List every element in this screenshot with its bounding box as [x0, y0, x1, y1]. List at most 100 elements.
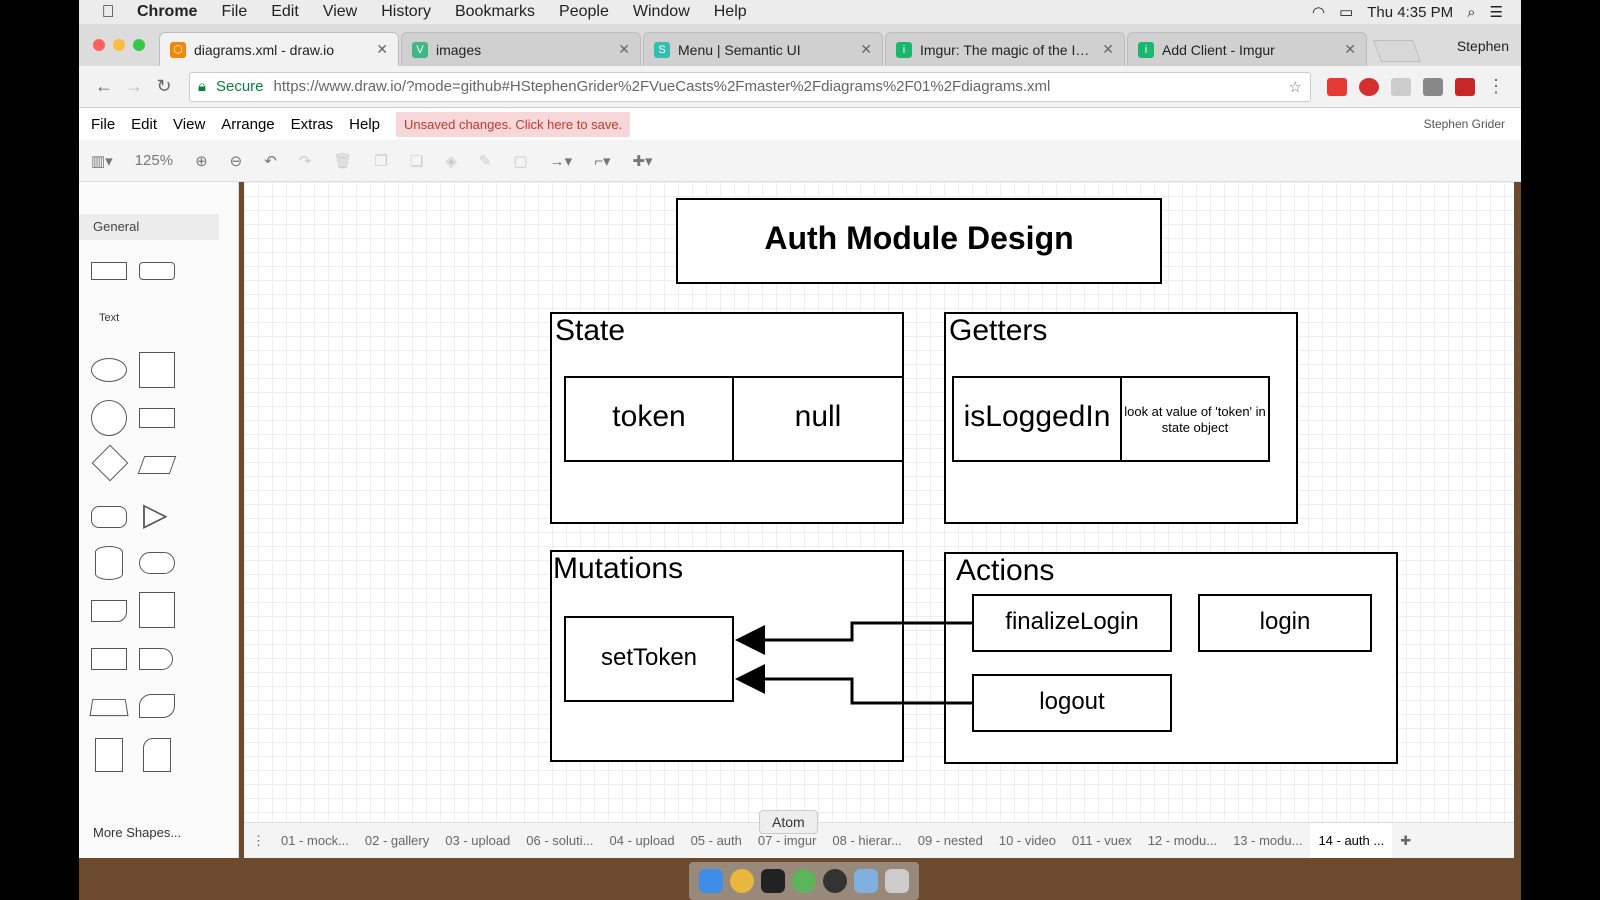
page-tab[interactable]: 06 - soluti...	[526, 833, 594, 848]
css-extension-icon[interactable]	[1391, 77, 1411, 96]
insert-icon[interactable]: ✚▾	[632, 152, 653, 170]
spotlight-icon[interactable]: ⌕	[1467, 3, 1476, 21]
process-shape[interactable]	[139, 408, 175, 428]
maximize-window-icon[interactable]	[133, 39, 145, 51]
back-icon[interactable]: ←	[95, 76, 113, 96]
url-input[interactable]: 🔒︎ Secure https://www.draw.io/?mode=gith…	[189, 71, 1311, 102]
browser-tab[interactable]: i Add Client - Imgur ✕	[1127, 32, 1367, 66]
zoom-select[interactable]: 125%	[134, 152, 174, 169]
bookmark-star-icon[interactable]: ☆	[1288, 78, 1302, 96]
diagram-canvas[interactable]: Auth Module Design State token null Gett…	[244, 182, 1514, 822]
obs-icon[interactable]	[823, 869, 848, 893]
document-shape[interactable]	[91, 600, 127, 622]
menu-people[interactable]: People	[559, 3, 609, 20]
extension-icon[interactable]	[1327, 77, 1347, 96]
page-tab-active[interactable]: 14 - auth ...	[1310, 823, 1393, 858]
browser-tab[interactable]: V images ✕	[401, 32, 641, 66]
clock[interactable]: Thu 4:35 PM	[1367, 3, 1454, 21]
triangle-shape[interactable]: ▷	[143, 496, 168, 532]
terminal-icon[interactable]	[760, 869, 785, 893]
note-shape[interactable]	[95, 738, 123, 772]
tape-shape[interactable]	[139, 694, 175, 718]
page-tab[interactable]: 07 - imgur	[757, 833, 817, 848]
new-tab-button[interactable]	[1372, 40, 1422, 62]
general-category[interactable]: General	[79, 214, 219, 240]
page-tab[interactable]: 05 - auth	[690, 833, 742, 848]
page-tab[interactable]: 01 - mock...	[281, 833, 349, 848]
waypoints-icon[interactable]: ⌐▾	[594, 152, 611, 170]
app-menu-extras[interactable]: Extras	[290, 115, 334, 133]
step-shape[interactable]	[139, 648, 173, 670]
menu-window[interactable]: Window	[632, 3, 690, 20]
logout-box[interactable]	[972, 674, 1172, 732]
close-tab-icon[interactable]: ✕	[618, 41, 630, 57]
app-user-name[interactable]: Stephen Grider	[1423, 117, 1505, 131]
cylinder-shape[interactable]	[95, 546, 123, 580]
add-page-icon[interactable]: ✚	[1400, 832, 1412, 848]
browser-tab[interactable]: S Menu | Semantic UI ✕	[643, 32, 883, 66]
notification-center-icon[interactable]: ☰	[1489, 4, 1503, 21]
menu-history[interactable]: History	[381, 3, 431, 20]
folder-icon[interactable]	[854, 869, 879, 893]
zoom-out-icon[interactable]: ⊖	[229, 152, 243, 170]
to-back-icon[interactable]: ❏	[409, 152, 424, 170]
profile-name[interactable]: Stephen	[1456, 38, 1509, 54]
internal-storage-shape[interactable]	[139, 592, 175, 628]
set-token-box[interactable]	[564, 616, 734, 702]
close-tab-icon[interactable]: ✕	[1344, 41, 1356, 57]
redo-icon[interactable]: ↷	[298, 152, 312, 170]
cube-shape[interactable]	[91, 648, 127, 670]
shadow-icon[interactable]: ▢	[513, 152, 528, 170]
battery-icon[interactable]: ▭	[1339, 4, 1354, 21]
close-tab-icon[interactable]: ✕	[1102, 41, 1114, 57]
app-menu-help[interactable]: Help	[349, 115, 381, 133]
app-menu-view[interactable]: View	[173, 115, 206, 133]
text-shape[interactable]: Text	[99, 312, 120, 324]
square-shape[interactable]	[139, 352, 175, 388]
fill-color-icon[interactable]: ◈	[445, 152, 457, 170]
menu-bookmarks[interactable]: Bookmarks	[454, 3, 536, 20]
page-tab[interactable]: 13 - modu...	[1233, 833, 1303, 848]
chrome-menu-icon[interactable]: ⋮	[1487, 76, 1505, 96]
page-tab[interactable]: 011 - vuex	[1071, 833, 1132, 848]
delete-icon[interactable]: 🗑︎	[333, 152, 353, 170]
login-box[interactable]	[1198, 594, 1372, 652]
finalize-login-box[interactable]	[972, 594, 1172, 652]
line-color-icon[interactable]: ✎	[478, 152, 492, 170]
shield-extension-icon[interactable]	[1455, 77, 1475, 96]
rounded-rectangle-shape[interactable]	[139, 262, 175, 280]
trash-icon[interactable]	[885, 869, 910, 893]
finalize-to-settoken-arrow[interactable]	[735, 621, 972, 655]
cloud-shape[interactable]	[139, 552, 175, 574]
minimize-window-icon[interactable]	[113, 39, 125, 51]
menu-view[interactable]: View	[322, 3, 358, 20]
diagram-title-box[interactable]	[676, 198, 1162, 284]
rectangle-shape[interactable]	[91, 262, 127, 280]
ellipse-shape[interactable]	[91, 358, 127, 382]
menu-file[interactable]: File	[221, 3, 248, 20]
close-tab-icon[interactable]: ✕	[860, 41, 872, 57]
card-shape[interactable]	[143, 738, 171, 772]
menu-chrome[interactable]: Chrome	[137, 3, 198, 20]
diamond-shape[interactable]	[91, 444, 129, 482]
unsaved-changes-banner[interactable]: Unsaved changes. Click here to save.	[396, 111, 631, 137]
getter-desc-cell[interactable]	[1120, 376, 1270, 462]
to-front-icon[interactable]: ❐	[374, 152, 388, 170]
page-tab[interactable]: 03 - upload	[445, 833, 511, 848]
more-shapes-button[interactable]: More Shapes...	[93, 825, 182, 840]
page-tab[interactable]: 09 - nested	[917, 833, 983, 848]
chrome-icon[interactable]	[729, 869, 754, 893]
finder-icon[interactable]	[698, 869, 723, 893]
logout-to-settoken-arrow[interactable]	[735, 664, 972, 705]
menu-edit[interactable]: Edit	[271, 3, 299, 20]
getter-name-cell[interactable]	[952, 376, 1122, 462]
opera-extension-icon[interactable]	[1359, 77, 1379, 96]
state-value-cell[interactable]	[732, 376, 904, 462]
browser-tab[interactable]: i Imgur: The magic of the Inte ✕	[885, 32, 1125, 66]
page-menu-icon[interactable]: ⋮	[252, 832, 265, 848]
atom-icon[interactable]	[791, 869, 816, 893]
hexagon-shape[interactable]	[91, 506, 127, 528]
page-tab[interactable]: 10 - video	[998, 833, 1056, 848]
zoom-in-icon[interactable]: ⊕	[195, 152, 208, 170]
browser-tab[interactable]: ⬡ diagrams.xml - draw.io ✕	[159, 32, 399, 66]
